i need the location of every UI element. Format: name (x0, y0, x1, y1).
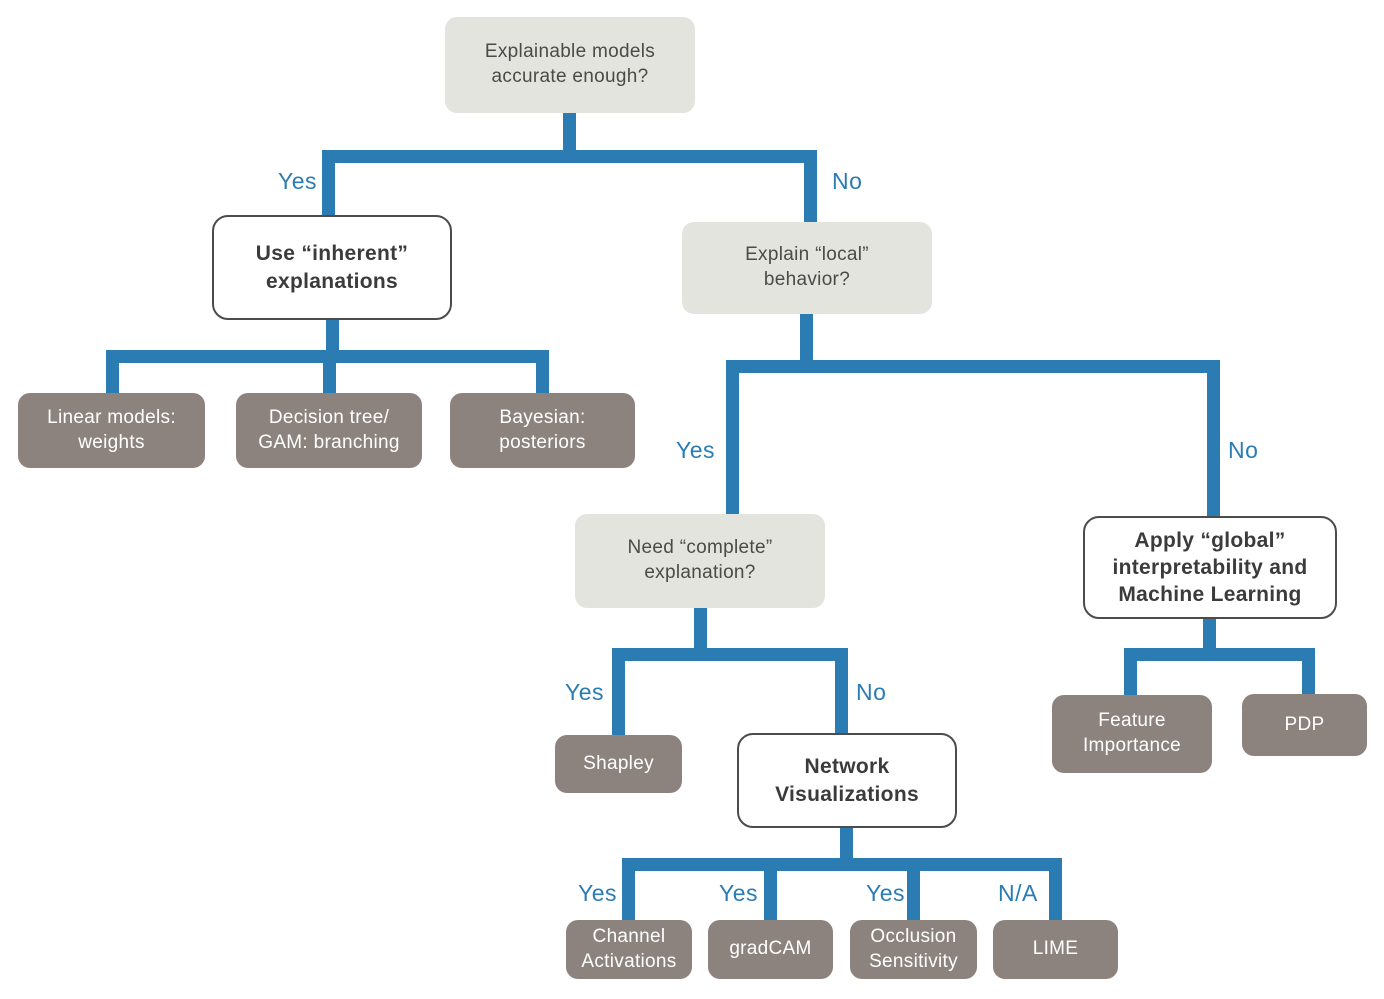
node-lime: LIME (993, 920, 1118, 979)
node-gradcam: gradCAM (708, 920, 833, 979)
connector-line (1124, 648, 1315, 661)
node-occlusion-sensitivity: Occlusion Sensitivity (850, 920, 977, 979)
connector-line (106, 350, 119, 394)
edge-label-root-no: No (832, 168, 863, 194)
connector-line (1124, 648, 1137, 696)
node-shapley: Shapley (555, 735, 682, 793)
connector-line (612, 648, 848, 661)
node-feature-importance: Feature Importance (1052, 695, 1212, 773)
connector-line (1203, 618, 1216, 649)
edge-label-nv-lime: N/A (998, 880, 1038, 906)
connector-line (840, 826, 853, 859)
node-explain-local-question: Explain “local” behavior? (682, 222, 932, 314)
edge-label-nv-channel: Yes (578, 880, 618, 906)
connector-line (1049, 858, 1062, 921)
connector-line (1302, 648, 1315, 695)
edge-label-root-yes: Yes (278, 168, 318, 194)
connector-line (804, 150, 817, 223)
connector-line (563, 112, 576, 162)
node-bayesian-posteriors: Bayesian: posteriors (450, 393, 635, 468)
connector-line (322, 150, 817, 163)
node-linear-models-weights: Linear models: weights (18, 393, 205, 468)
connector-line (326, 319, 339, 351)
connector-line (800, 313, 813, 360)
node-channel-activations: Channel Activations (566, 920, 692, 979)
connector-line (835, 648, 848, 734)
connector-line (536, 350, 549, 394)
connector-line (1207, 360, 1220, 517)
connector-line (907, 858, 920, 921)
connector-line (622, 858, 635, 921)
connector-line (322, 150, 335, 216)
connector-line (726, 360, 1220, 373)
connector-line (764, 858, 777, 921)
edge-label-complete-no: No (856, 679, 887, 705)
connector-line (612, 648, 625, 736)
node-use-inherent-explanations: Use “inherent” explanations (212, 215, 452, 320)
connector-line (323, 350, 336, 394)
edge-label-complete-yes: Yes (565, 679, 605, 705)
node-pdp: PDP (1242, 694, 1367, 756)
edge-label-local-yes: Yes (676, 437, 716, 463)
connector-line (694, 607, 707, 648)
connector-line (622, 858, 1062, 871)
node-decision-tree-gam: Decision tree/ GAM: branching (236, 393, 422, 468)
edge-label-local-no: No (1228, 437, 1259, 463)
connector-line (726, 360, 739, 515)
node-need-complete-question: Need “complete” explanation? (575, 514, 825, 608)
node-apply-global-interpretability: Apply “global” interpretability and Mach… (1083, 516, 1337, 619)
edge-label-nv-gradcam: Yes (719, 880, 759, 906)
node-explainable-models-question: Explainable models accurate enough? (445, 17, 695, 113)
edge-label-nv-occlusion: Yes (866, 880, 906, 906)
node-network-visualizations: Network Visualizations (737, 733, 957, 828)
